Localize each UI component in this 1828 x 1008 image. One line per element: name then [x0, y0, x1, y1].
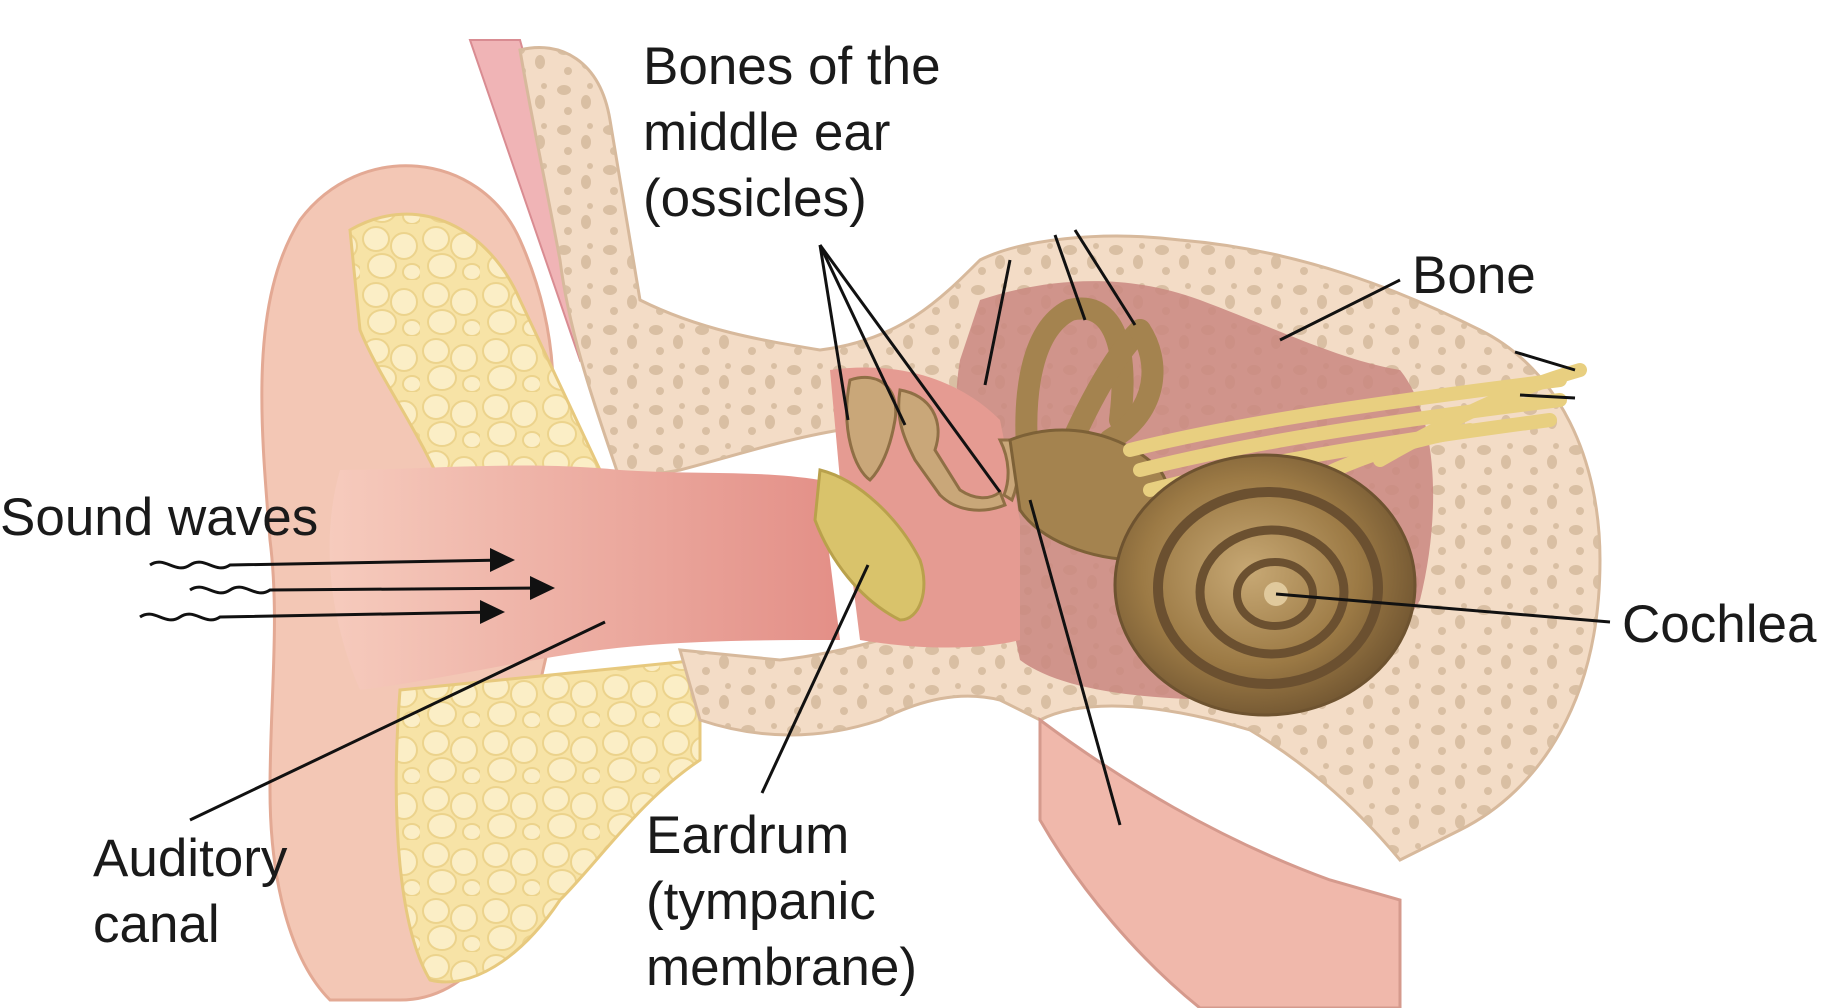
label-ossicles-line2: middle ear — [643, 100, 941, 166]
label-eardrum-line2: (tympanic — [646, 869, 917, 935]
label-ossicles: Bones of the middle ear (ossicles) — [643, 34, 941, 232]
label-cochlea: Cochlea — [1622, 592, 1816, 658]
label-ossicles-line3: (ossicles) — [643, 166, 941, 232]
label-bone: Bone — [1412, 243, 1536, 309]
label-ossicles-line1: Bones of the — [643, 34, 941, 100]
label-eardrum-line1: Eardrum — [646, 803, 917, 869]
label-auditory-canal: Auditory canal — [93, 826, 287, 958]
label-eardrum: Eardrum (tympanic membrane) — [646, 803, 917, 1001]
label-sound-waves: Sound waves — [0, 485, 318, 551]
label-auditory-canal-line2: canal — [93, 892, 287, 958]
ear-canal — [330, 466, 840, 690]
label-auditory-canal-line1: Auditory — [93, 826, 287, 892]
cochlea — [1115, 455, 1415, 715]
label-eardrum-line3: membrane) — [646, 935, 917, 1001]
